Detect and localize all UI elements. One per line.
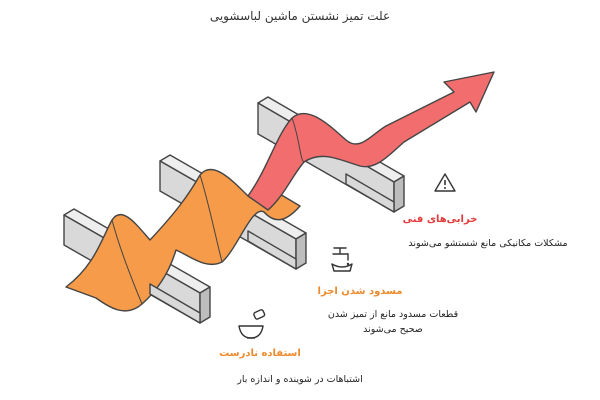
item-label-technical-failures: خرابی‌های فنی (402, 214, 478, 225)
diagram-title: علت تمیز نشستن ماشین لباسشویی (209, 9, 391, 23)
item-label-blocked-parts: مسدود شدن اجزا (317, 286, 403, 297)
item-description-technical-failures: مشکلات مکانیکی مانع شستشو می‌شوند (408, 238, 568, 249)
item-description-blocked-parts: قطعات مسدود مانع از تمیز شدن صحیح می‌شون… (327, 309, 459, 335)
detergent-bowl-icon (238, 309, 266, 339)
warning-machine-icon (434, 173, 456, 192)
ribbon-orange-section (65, 168, 301, 312)
item-description-improper-use: اشتباهات در شوینده و اندازه بار (237, 374, 363, 385)
item-label-improper-use: استفاده نادرست (219, 348, 301, 359)
faucet-blocked-icon (331, 247, 353, 272)
